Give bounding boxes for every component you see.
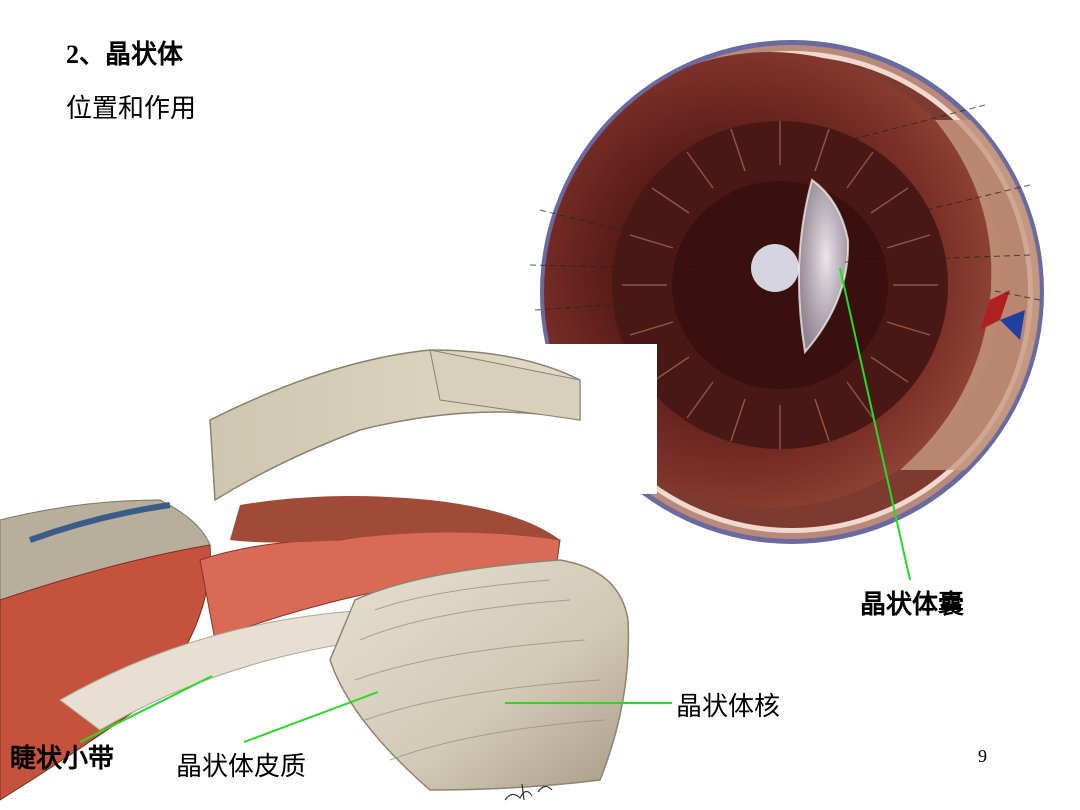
label-ciliary-zonule: 睫状小带: [10, 744, 115, 774]
ciliary-processes: [622, 121, 938, 449]
leader-line-cortex: [243, 691, 379, 743]
lens-section: [329, 559, 630, 791]
signature-mark: [504, 783, 553, 801]
leader-line-capsule: [839, 267, 911, 581]
cross-section: [0, 344, 657, 801]
lens-nucleus-sphere: [751, 244, 799, 292]
blood-vessel: [28, 502, 171, 543]
ciliary-muscle: [0, 544, 211, 801]
leader-lines: [79, 267, 911, 743]
slide-heading: 2、晶状体: [66, 40, 184, 69]
label-lens-capsule: 晶状体囊: [860, 590, 965, 620]
slide-subheading: 位置和作用: [66, 94, 197, 124]
lens-capsule-shape: [797, 178, 850, 355]
label-lens-nucleus: 晶状体核: [676, 692, 781, 722]
leader-line-zonule: [79, 675, 213, 743]
page-number: 9: [978, 746, 987, 766]
label-lens-cortex: 晶状体皮质: [176, 752, 307, 782]
